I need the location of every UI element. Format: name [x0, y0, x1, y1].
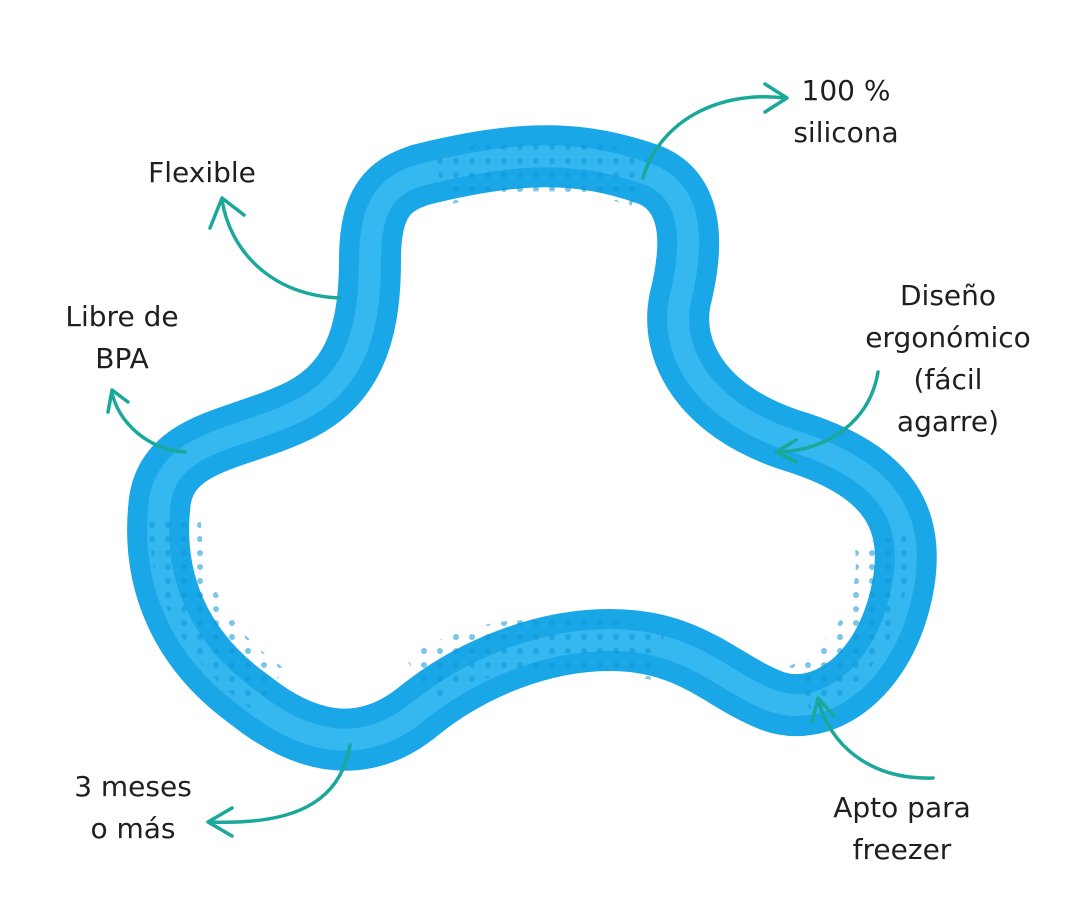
- label-line: Flexible: [148, 156, 256, 189]
- arrow-meses-icon: [206, 743, 352, 838]
- label-line: 3 meses: [74, 770, 192, 803]
- label-line: Apto para: [833, 791, 971, 824]
- label-flexible: Flexible: [148, 152, 256, 194]
- label-line: Diseño: [899, 279, 997, 312]
- label-meses: 3 meses o más: [74, 766, 192, 850]
- label-ergonomico: Diseño ergonómico (fácil agarre): [865, 275, 1031, 443]
- label-line: BPA: [95, 342, 149, 375]
- label-line: o más: [90, 812, 176, 845]
- arrow-freezer-icon: [810, 696, 935, 780]
- label-line: silicona: [793, 116, 899, 149]
- arrow-silicona-icon: [641, 82, 789, 180]
- label-line: (fácil: [913, 363, 983, 396]
- label-line: Libre de: [65, 300, 179, 333]
- arrow-bpa-icon: [106, 388, 187, 454]
- label-line: 100 %: [801, 74, 891, 107]
- label-silicona: 100 % silicona: [793, 70, 898, 154]
- label-line: agarre): [896, 405, 1000, 438]
- label-freezer: Apto para freezer: [833, 787, 971, 871]
- arrow-ergonomico-icon: [774, 370, 880, 464]
- label-bpa: Libre de BPA: [65, 296, 178, 380]
- label-line: freezer: [852, 833, 952, 866]
- arrow-flexible-icon: [208, 196, 342, 300]
- teether-ring-icon: [127, 125, 937, 771]
- label-line: ergonómico: [865, 321, 1031, 354]
